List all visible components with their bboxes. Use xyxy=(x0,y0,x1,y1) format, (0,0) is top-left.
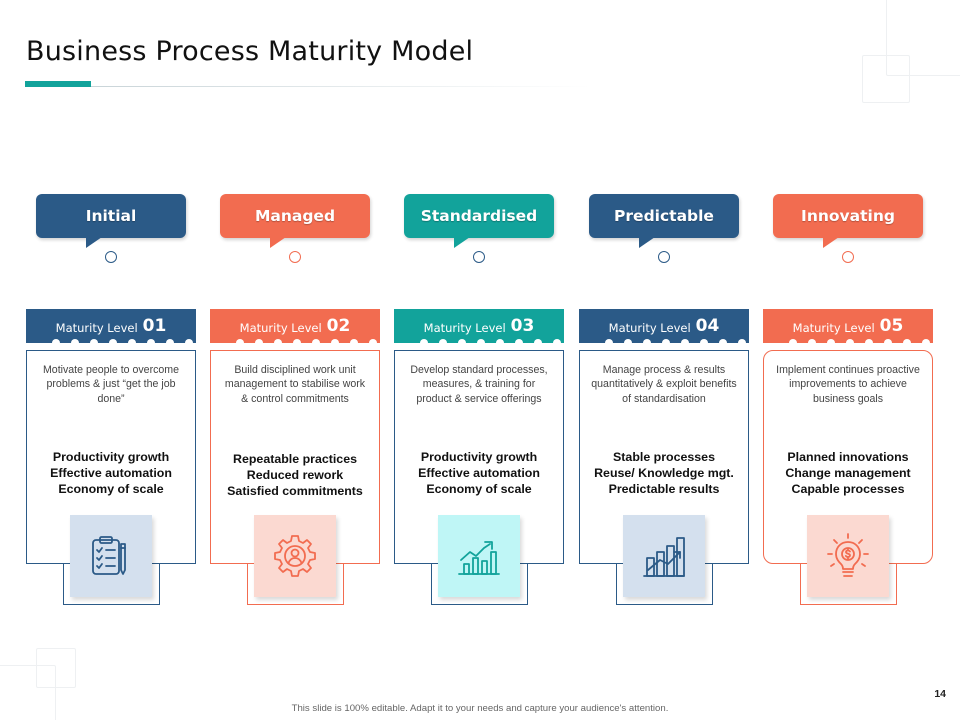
growth-chart-icon xyxy=(438,515,520,597)
card-base-outline xyxy=(431,560,528,605)
bubble-tail xyxy=(454,237,470,248)
stage-bubble-managed: Managed xyxy=(220,194,370,248)
highlight-item: Reuse/ Knowledge mgt. xyxy=(594,466,734,481)
bubble-tail xyxy=(823,237,839,248)
level-header: Maturity Level 03 xyxy=(394,309,564,347)
bar-chart-icon xyxy=(623,515,705,597)
card-base-outline xyxy=(800,560,897,605)
level-label: Maturity Level xyxy=(423,320,506,335)
level-highlights: Repeatable practices Reduced rework Sati… xyxy=(215,451,375,500)
card-base-outline xyxy=(247,560,344,605)
maturity-column-4: Predictable Maturity Level 04 Manage pro… xyxy=(579,0,749,720)
level-header: Maturity Level 02 xyxy=(210,309,380,347)
decorative-square xyxy=(0,665,56,720)
level-description: Manage process & results quantitatively … xyxy=(591,364,737,405)
level-highlights: Planned innovations Change management Ca… xyxy=(768,449,928,498)
connector-node xyxy=(289,251,301,263)
highlight-item: Planned innovations xyxy=(787,450,909,464)
stage-bubble-initial: Initial xyxy=(36,194,186,248)
highlight-item: Effective automation xyxy=(418,466,540,481)
level-description: Build disciplined work unit management t… xyxy=(224,364,366,405)
level-label: Maturity Level xyxy=(239,320,322,335)
bubble-tail xyxy=(639,237,655,248)
slide-title: Business Process Maturity Model xyxy=(26,36,474,67)
level-number: 05 xyxy=(879,316,904,336)
level-highlights: Productivity growth Effective automation… xyxy=(399,449,559,498)
header-dots xyxy=(52,339,193,347)
card-base-outline xyxy=(616,560,713,605)
decorative-square xyxy=(36,648,76,688)
decorative-square xyxy=(886,0,960,76)
header-dots xyxy=(236,339,377,347)
stage-bubble-standardised: Standardised xyxy=(404,194,554,248)
footer-note: This slide is 100% editable. Adapt it to… xyxy=(291,703,669,714)
highlight-item: Productivity growth xyxy=(420,450,538,464)
maturity-column-1: Initial Maturity Level 01 Motivate peopl… xyxy=(26,0,196,720)
maturity-column-2: Managed Maturity Level 02 Build discipli… xyxy=(210,0,380,720)
level-description: Implement continues proactive improvemen… xyxy=(776,364,920,405)
level-label: Maturity Level xyxy=(608,320,691,335)
stage-label: Managed xyxy=(254,207,336,225)
highlight-item: Reduced rework xyxy=(246,468,344,483)
highlight-item: Capable processes xyxy=(791,482,905,497)
level-header: Maturity Level 04 xyxy=(579,309,749,347)
level-number: 02 xyxy=(326,316,351,336)
stage-label: Standardised xyxy=(420,207,538,225)
header-dots xyxy=(789,339,930,347)
maturity-column-5: Innovating Maturity Level 05 Implement c… xyxy=(763,0,933,720)
title-underline xyxy=(91,86,591,87)
connector-node xyxy=(105,251,117,263)
highlight-item: Predictable results xyxy=(608,482,720,497)
highlight-item: Economy of scale xyxy=(58,482,164,497)
highlight-item: Effective automation xyxy=(50,466,172,481)
level-number: 03 xyxy=(510,316,535,336)
maturity-column-3: Standardised Maturity Level 03 Develop s… xyxy=(394,0,564,720)
level-header: Maturity Level 01 xyxy=(26,309,196,347)
connector-node xyxy=(842,251,854,263)
bubble-tail xyxy=(270,237,286,248)
header-dots xyxy=(605,339,746,347)
page-number: 14 xyxy=(934,688,946,700)
gear-person-icon xyxy=(254,515,336,597)
highlight-item: Satisfied commitments xyxy=(227,484,363,499)
highlight-item: Repeatable practices xyxy=(233,452,357,466)
level-header: Maturity Level 05 xyxy=(763,309,933,347)
level-label: Maturity Level xyxy=(55,320,138,335)
level-description: Develop standard processes, measures, & … xyxy=(410,364,548,405)
highlight-item: Economy of scale xyxy=(426,482,532,497)
level-label: Maturity Level xyxy=(792,320,875,335)
level-description: Motivate people to overcome problems & j… xyxy=(42,364,180,405)
stage-label: Innovating xyxy=(801,207,895,225)
checklist-icon xyxy=(70,515,152,597)
stage-label: Predictable xyxy=(614,207,714,225)
level-highlights: Stable processes Reuse/ Knowledge mgt. P… xyxy=(584,449,744,498)
lightbulb-dollar-icon xyxy=(807,515,889,597)
title-accent-bar xyxy=(25,81,91,87)
header-dots xyxy=(420,339,561,347)
highlight-item: Change management xyxy=(785,466,911,481)
highlight-item: Productivity growth xyxy=(52,450,170,464)
connector-node xyxy=(658,251,670,263)
level-highlights: Productivity growth Effective automation… xyxy=(31,449,191,498)
connector-node xyxy=(473,251,485,263)
stage-bubble-innovating: Innovating xyxy=(773,194,923,248)
card-base-outline xyxy=(63,560,160,605)
level-number: 04 xyxy=(695,316,720,336)
stage-bubble-predictable: Predictable xyxy=(589,194,739,248)
level-number: 01 xyxy=(142,316,167,336)
stage-label: Initial xyxy=(85,207,137,225)
highlight-item: Stable processes xyxy=(613,450,715,464)
bubble-tail xyxy=(86,237,102,248)
